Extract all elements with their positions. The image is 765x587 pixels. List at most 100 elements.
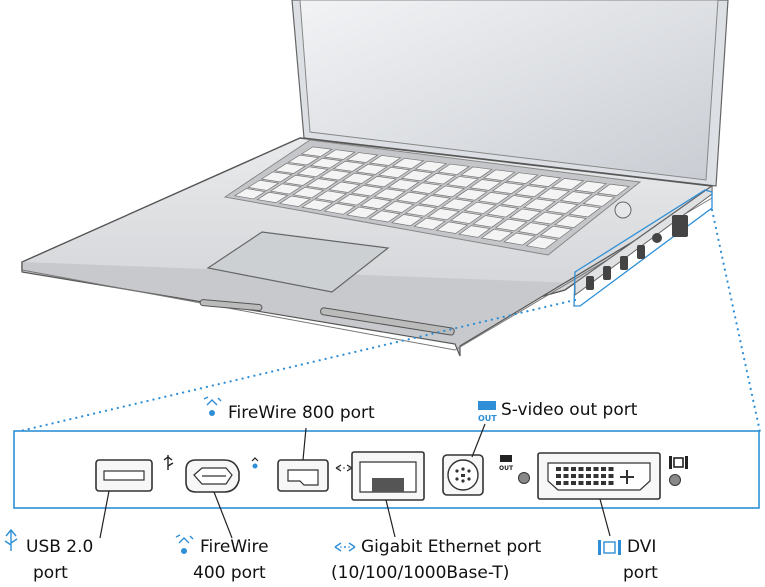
keyboard-key <box>446 176 479 188</box>
dvi-pin <box>578 474 584 478</box>
keyboard-key <box>364 175 397 188</box>
keyboard-key <box>287 154 320 166</box>
label-firewire400-line2: 400 port <box>193 563 266 583</box>
dvi-pin <box>563 481 569 485</box>
keyboard-key <box>300 146 333 157</box>
label-usb-line2: port <box>33 563 68 583</box>
keyboard-key <box>278 195 311 207</box>
keyboard-key <box>301 199 334 211</box>
dvi-pin <box>586 467 591 471</box>
keyboard-key <box>469 179 502 191</box>
ethernet-label-icon <box>334 542 356 552</box>
dvi-pin <box>571 474 576 478</box>
keyboard-key <box>523 198 556 211</box>
keyboard-key <box>486 205 520 218</box>
keyboard <box>233 146 630 250</box>
keyboard-key <box>400 170 434 182</box>
keyboard-key <box>435 221 469 234</box>
keyboard-key <box>350 184 384 197</box>
keyboard-key <box>505 172 539 184</box>
callout-line-left <box>14 298 577 434</box>
dvi-pin <box>608 474 614 478</box>
keyboard-key <box>537 188 571 201</box>
keyboard-key <box>559 191 593 204</box>
firewire-800-port <box>277 459 329 492</box>
keyboard-key <box>396 191 429 204</box>
dvi-pin <box>608 467 614 471</box>
label-dvi-line2: port <box>623 563 658 583</box>
ethernet-port <box>351 451 425 501</box>
keyboard-key <box>528 175 562 187</box>
keyboard-key <box>413 217 446 231</box>
dvi-pin <box>601 481 606 485</box>
keyboard-key <box>500 195 534 208</box>
dvi-port <box>537 452 661 500</box>
label-dvi-line1: DVI <box>627 537 657 557</box>
keyboard-key <box>477 191 511 204</box>
keyboard-key <box>368 210 401 223</box>
keyboard-key <box>256 191 289 204</box>
keyboard-key <box>539 225 573 239</box>
keyboard-key <box>373 188 406 200</box>
keyboard-key <box>260 171 293 183</box>
keyboard-key <box>332 160 366 172</box>
dvi-pin <box>608 481 614 485</box>
label-ethernet-line1: Gigabit Ethernet port <box>361 537 542 557</box>
keyboard-key <box>269 183 302 195</box>
keyboard-key <box>233 188 266 200</box>
keyboard-key <box>596 183 630 197</box>
keyboard-key <box>323 203 356 215</box>
dvi-pin <box>601 474 606 478</box>
keyboard-key <box>463 201 497 214</box>
keyboard-key <box>391 157 425 169</box>
keyboard-key <box>323 149 356 160</box>
label-svideo: S-video out port <box>501 400 638 420</box>
dvi-pin <box>556 474 561 478</box>
label-ethernet-line2: (10/100/1000Base-T) <box>331 563 510 583</box>
dvi-icon <box>669 456 688 469</box>
dvi-pin <box>601 467 606 471</box>
dvi-pin <box>563 474 569 478</box>
leader-svideo <box>471 423 486 458</box>
keyboard-key <box>346 206 379 219</box>
keyboard-key <box>432 185 466 198</box>
keyboard-key <box>247 179 280 191</box>
keyboard-key <box>449 211 483 224</box>
keyboard-key <box>494 218 528 232</box>
label-firewire400-line1: FireWire <box>200 537 269 557</box>
dvi-pin <box>593 467 599 471</box>
keyboard-key <box>409 182 443 194</box>
keyboard-key <box>574 180 608 193</box>
keyboard-key <box>382 201 415 213</box>
keyboard-key <box>355 163 388 175</box>
svg-text:OUT: OUT <box>478 414 497 423</box>
label-firewire-800: FireWire 800 port <box>228 403 375 423</box>
keyboard-key <box>328 181 361 193</box>
keyboard-key <box>508 208 542 221</box>
keyboard-key <box>368 155 402 166</box>
keyboard-key <box>390 214 424 227</box>
dvi-label-icon <box>598 540 621 555</box>
leader-firewire800 <box>302 427 307 461</box>
keyboard-key <box>309 157 343 169</box>
dvi-pin <box>556 467 561 471</box>
callout-line-right <box>710 208 762 434</box>
keyboard-key <box>480 228 514 242</box>
keyboard-key <box>423 173 457 185</box>
keyboard-key <box>341 172 375 184</box>
keyboard-key <box>359 197 393 210</box>
keyboard-key <box>472 215 505 228</box>
leader-usb <box>99 490 110 539</box>
led-left <box>518 472 530 484</box>
dvi-pin <box>586 474 591 478</box>
dvi-pin <box>556 481 561 485</box>
keyboard-key <box>414 160 448 172</box>
keyboard-key <box>437 163 471 175</box>
laptop-illustration <box>21 0 729 357</box>
keyboard-key <box>441 198 474 211</box>
keyboard-key <box>418 195 452 207</box>
leader-firewire400 <box>213 491 233 539</box>
keyboard-key <box>305 178 339 190</box>
usb-label-icon <box>4 528 18 551</box>
